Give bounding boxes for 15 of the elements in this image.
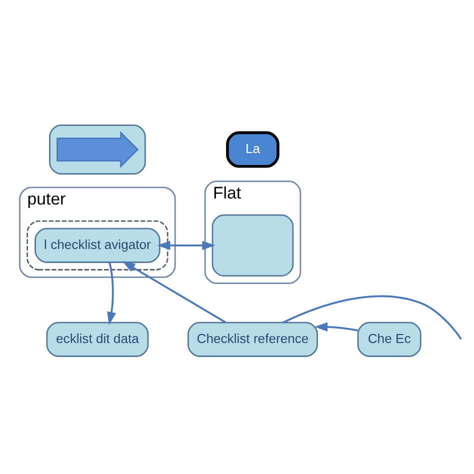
node-box: La bbox=[226, 131, 280, 168]
cluster bbox=[26, 220, 168, 270]
node-box: Che Ec bbox=[357, 322, 422, 357]
node-picture bbox=[56, 131, 139, 168]
arrow bbox=[157, 240, 216, 250]
arrow bbox=[122, 260, 226, 324]
cluster bbox=[49, 124, 146, 175]
node-box: Checklist reference bbox=[188, 322, 318, 357]
node-box bbox=[212, 214, 294, 277]
arrow bbox=[107, 262, 116, 326]
cluster: Flat bbox=[204, 180, 302, 284]
node-box: ecklist dit data bbox=[46, 322, 149, 357]
connector bbox=[282, 295, 462, 340]
arrow bbox=[314, 322, 358, 332]
node-box: l checklist avigator bbox=[34, 228, 160, 263]
